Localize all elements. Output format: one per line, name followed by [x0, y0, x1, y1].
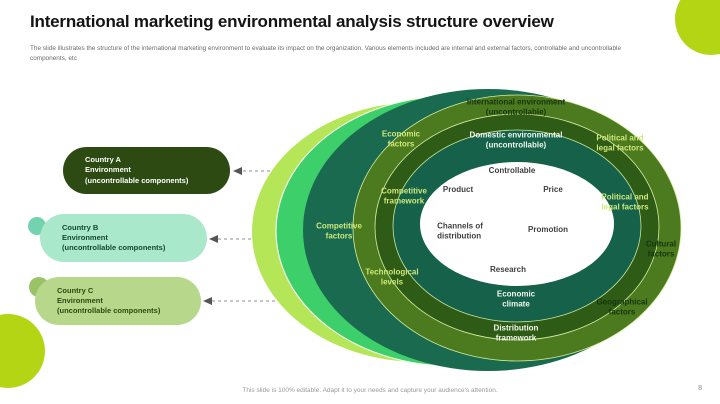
core-controllable-ellipse [420, 162, 614, 286]
pill-country-c-text: Country C Environment (uncontrollable co… [57, 285, 161, 316]
decor-circle-top-right [675, 0, 720, 55]
page-title: International marketing environmental an… [30, 12, 554, 31]
connector-country-c [203, 297, 340, 305]
pill-country-c-environment: Country C Environment (uncontrollable co… [35, 277, 201, 325]
editable-note: This slide is 100% editable. Adapt it to… [242, 387, 498, 394]
decor-circle-bottom-left [0, 314, 45, 388]
pill-country-a-text: Country A Environment (uncontrollable co… [85, 155, 189, 185]
page-number: 8 [698, 385, 702, 392]
pill-country-b-environment: Country B Environment (uncontrollable co… [40, 214, 207, 262]
pill-country-b-text: Country B Environment (uncontrollable co… [62, 222, 166, 253]
page-subtitle: The slide illustrates the structure of t… [30, 45, 621, 62]
pill-country-a-environment: Country A Environment (uncontrollable co… [63, 147, 230, 194]
